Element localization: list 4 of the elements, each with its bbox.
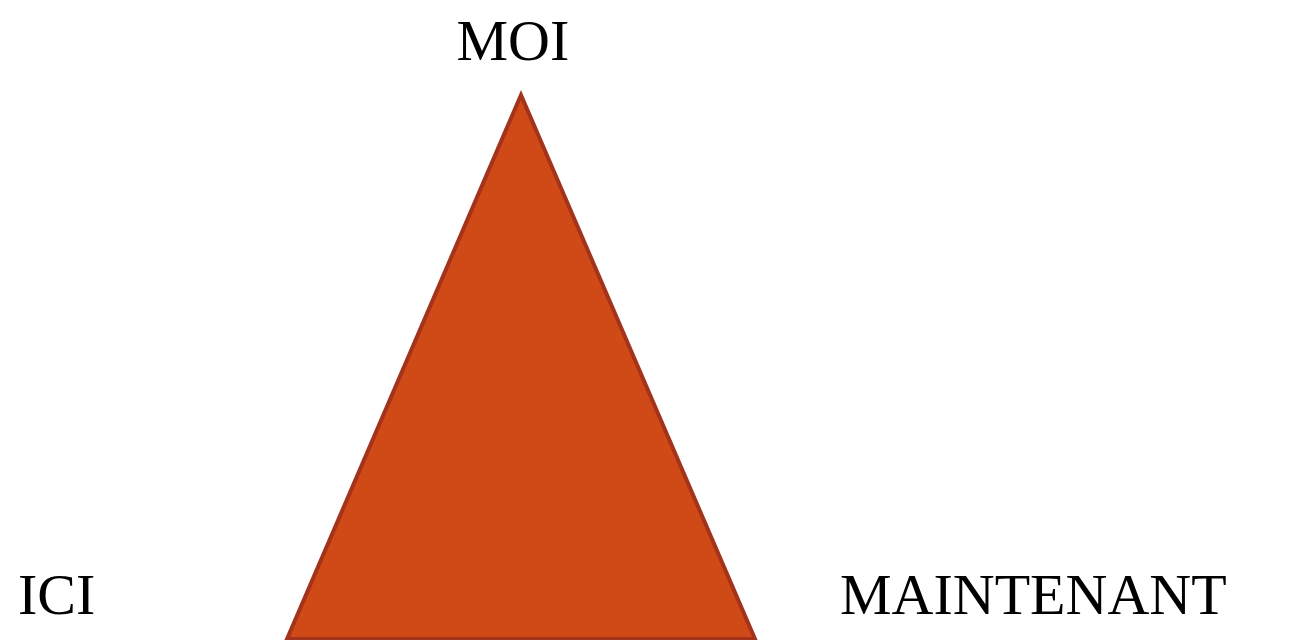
- triangle-shape: [285, 92, 757, 640]
- vertex-label: MOI: [456, 12, 570, 70]
- vertex-label: ICI: [18, 566, 96, 624]
- vertex-label: MAINTENANT: [840, 566, 1227, 624]
